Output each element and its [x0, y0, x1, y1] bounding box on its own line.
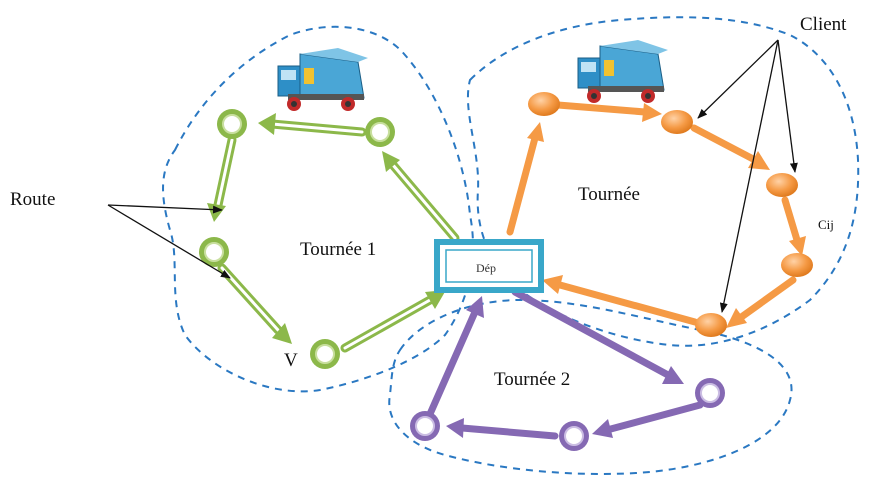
v-label: V — [284, 350, 298, 371]
green-cluster-boundary — [162, 25, 474, 393]
route-pointer-arrow — [107, 204, 223, 214]
client-node — [559, 421, 589, 451]
orange-client-nodes — [528, 92, 813, 337]
purple-route-segment — [446, 418, 559, 440]
green-route-segment — [382, 151, 460, 243]
purple-route-segment — [511, 288, 684, 384]
tour-2-label: Tournée 2 — [494, 369, 570, 390]
green-client-nodes — [199, 109, 395, 369]
orange-route-segment — [726, 276, 797, 328]
depot: Dép — [434, 239, 544, 293]
green-route-segment — [258, 113, 367, 137]
client-pointer-arrow — [719, 39, 779, 313]
client-node — [695, 313, 727, 337]
purple-route-segment — [592, 401, 704, 438]
green-route-segment — [217, 263, 292, 344]
annotation-arrows — [107, 39, 798, 313]
purple-tour-routes — [426, 288, 704, 440]
orange-tour-routes — [506, 101, 806, 328]
orange-route-segment — [554, 101, 662, 122]
delivery-truck-icon — [277, 48, 368, 111]
client-node — [410, 411, 440, 441]
tour-1-label: Tournée 1 — [300, 239, 376, 260]
route-label: Route — [10, 189, 55, 210]
route-pointer-arrow — [107, 204, 231, 279]
orange-route-segment — [506, 122, 544, 236]
client-node — [199, 237, 229, 267]
client-pointer-arrow — [777, 39, 798, 173]
green-route-segment — [340, 290, 446, 353]
client-node — [781, 253, 813, 277]
orange-route-segment — [781, 196, 806, 256]
green-tour-routes — [207, 113, 460, 353]
client-node — [528, 92, 560, 116]
purple-client-nodes — [410, 378, 725, 451]
purple-cluster-boundary — [388, 298, 793, 475]
client-node — [766, 173, 798, 197]
tour-orange-label: Tournée — [578, 184, 640, 205]
client-node — [695, 378, 725, 408]
client-node — [217, 109, 247, 139]
client-pointer-arrow — [697, 39, 779, 119]
orange-route-segment — [690, 124, 770, 170]
delivery-truck-icon — [577, 40, 668, 103]
client-node — [310, 339, 340, 369]
purple-route-segment — [426, 296, 484, 418]
client-label: Client — [800, 14, 847, 35]
cij-label: Cij — [818, 217, 834, 232]
client-node — [661, 110, 693, 134]
depot-label: Dép — [476, 261, 496, 275]
client-node — [365, 117, 395, 147]
orange-route-segment — [542, 275, 699, 326]
